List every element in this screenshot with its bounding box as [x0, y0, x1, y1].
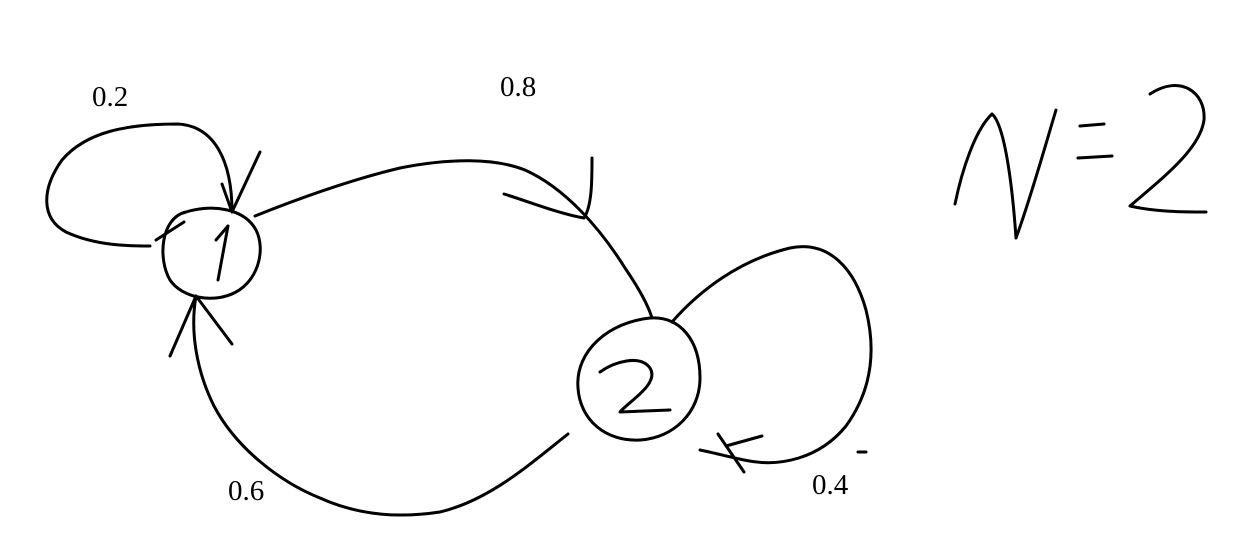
edge-1-2-curve	[253, 159, 654, 320]
node-2-circle	[576, 316, 702, 442]
edge-2-2-curve	[670, 245, 873, 465]
node-2-label-glyph	[598, 358, 672, 414]
annotation-glyph-n	[953, 108, 1058, 240]
edge-1-2-label: 0.8	[500, 71, 536, 103]
edge-2-1-curve	[192, 294, 570, 517]
edge-2-2	[670, 245, 873, 474]
node-1	[161, 206, 262, 300]
edge-1-1-label: 0.2	[92, 81, 128, 113]
annotation-n-equals-2	[953, 84, 1208, 240]
edge-2-1-label: 0.6	[228, 475, 264, 507]
edge-2-1	[168, 294, 570, 517]
edge-1-1	[45, 122, 262, 248]
edge-2-1-arrowhead	[168, 294, 234, 358]
annotation-glyph-2	[1128, 84, 1208, 214]
annotation-glyph-equals	[1076, 122, 1114, 160]
edge-2-2-arrowhead	[716, 432, 764, 474]
edge-2-2-label: 0.4	[812, 469, 849, 501]
node-1-circle	[161, 206, 262, 300]
edge-1-2-arrowhead	[502, 156, 594, 220]
edge-1-2	[253, 156, 654, 320]
edge-1-1-curve	[45, 122, 234, 248]
edge-1-1-tick	[154, 220, 186, 242]
node-1-label-glyph	[214, 224, 230, 282]
edge-1-1-arrowhead	[220, 150, 262, 214]
node-2	[576, 316, 702, 442]
